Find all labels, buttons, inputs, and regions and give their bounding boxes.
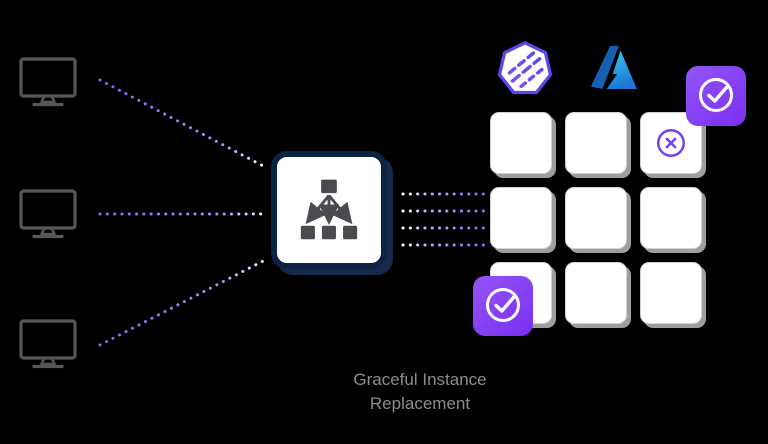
instance-cell-r2c1	[490, 187, 552, 249]
x-circle-icon	[657, 129, 685, 157]
monitor-icon	[19, 189, 77, 239]
replacement-badge-top	[686, 66, 746, 126]
connector-client-1	[98, 78, 269, 170]
caption-line-2: Replacement	[369, 394, 471, 413]
load-balancer-box	[271, 151, 387, 269]
caption: Graceful Instance Replacement	[300, 368, 540, 416]
check-circle-icon	[486, 288, 520, 322]
monitor-icon	[19, 319, 77, 369]
instance-cell-r2c2	[565, 187, 627, 249]
load-balancer-icon	[300, 179, 358, 240]
instance-cell-r3c2	[565, 262, 627, 324]
instance-cell-r2c3	[640, 187, 702, 249]
monitor-icon	[19, 57, 77, 107]
connector-client-3	[98, 257, 269, 347]
instance-cell-r1c1	[490, 112, 552, 174]
check-circle-icon	[699, 78, 733, 112]
instance-cell-r1c2	[565, 112, 627, 174]
replacement-badge-bottom	[473, 276, 533, 336]
instance-cell-r3c3	[640, 262, 702, 324]
caption-line-1: Graceful Instance	[353, 370, 487, 389]
spot-heptagon-icon	[497, 41, 553, 95]
azure-icon	[590, 45, 637, 89]
